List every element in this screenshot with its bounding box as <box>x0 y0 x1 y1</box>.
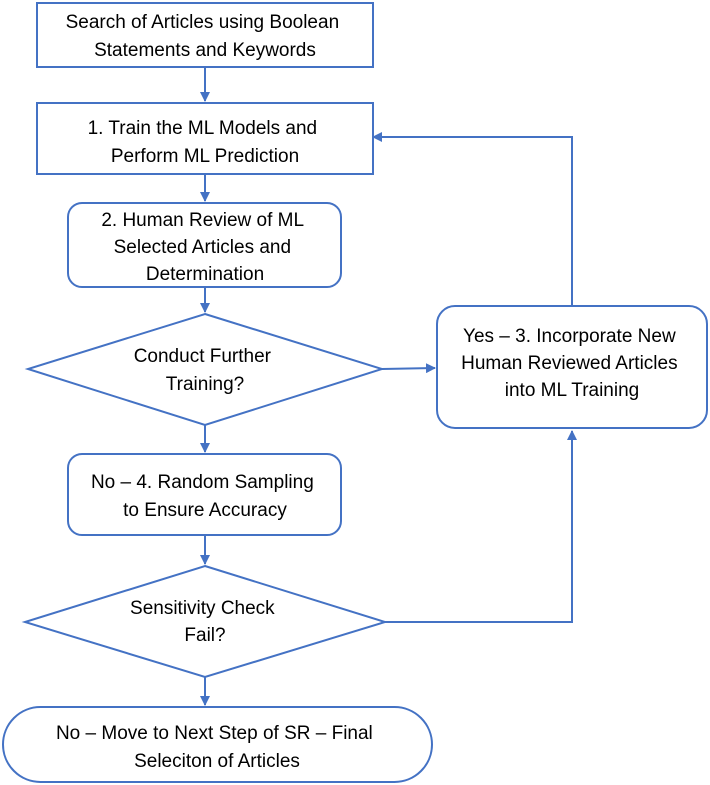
train-label-line-2: Perform ML Prediction <box>111 146 299 167</box>
train-label: 1. Train the ML Models and Perform ML Pr… <box>88 118 323 167</box>
sensitivity-label: Sensitivity Check Fail? <box>130 598 280 646</box>
review-label-line-1: 2. Human Review of ML <box>101 210 303 231</box>
review-label-line-3: Determination <box>146 264 264 285</box>
sensitivity-label-line-2: Fail? <box>184 625 225 646</box>
final-label: No – Move to Next Step of SR – Final Sel… <box>56 723 378 772</box>
incorporate-label: Yes – 3. Incorporate New Human Reviewed … <box>461 326 683 401</box>
sensitivity-diamond <box>21 564 389 679</box>
search-label-line-1: Search of Articles using Boolean <box>66 12 340 33</box>
incorporate-label-line-1: Yes – 3. Incorporate New <box>463 326 676 347</box>
sensitivity-label-line-1: Sensitivity Check <box>130 598 275 619</box>
further-label: Conduct Further Training? <box>134 346 277 395</box>
further-diamond <box>24 312 386 427</box>
edge-sensitivity-to-incorporate <box>385 430 577 623</box>
incorporate-box <box>436 305 708 429</box>
connectors <box>200 67 577 706</box>
incorporate-label-line-2: Human Reviewed Articles <box>461 353 677 374</box>
final-terminator <box>2 706 433 783</box>
final-label-line-1: No – Move to Next Step of SR – Final <box>56 723 373 744</box>
review-label-line-2: Selected Articles and <box>114 237 291 258</box>
train-label-line-1: 1. Train the ML Models and <box>88 118 318 139</box>
search-label: Search of Articles using Boolean Stateme… <box>66 12 345 61</box>
edge-further-to-incorporate <box>381 363 436 374</box>
further-label-line-2: Training? <box>166 374 245 395</box>
sampling-label-line-1: No – 4. Random Sampling <box>91 472 314 493</box>
node-labels: Search of Articles using Boolean Stateme… <box>56 12 683 772</box>
search-box <box>36 2 374 68</box>
further-label-line-1: Conduct Further <box>134 346 272 367</box>
incorporate-label-line-3: into ML Training <box>505 380 639 401</box>
review-label: 2. Human Review of ML Selected Articles … <box>101 210 308 285</box>
sampling-label: No – 4. Random Sampling to Ensure Accura… <box>91 472 319 521</box>
sampling-label-line-2: to Ensure Accuracy <box>123 500 287 521</box>
train-box <box>36 102 374 175</box>
sampling-box <box>67 453 342 536</box>
edge-incorporate-to-train <box>372 132 573 306</box>
final-label-line-2: Seleciton of Articles <box>134 751 300 772</box>
review-box <box>67 202 342 288</box>
search-label-line-2: Statements and Keywords <box>94 40 316 61</box>
